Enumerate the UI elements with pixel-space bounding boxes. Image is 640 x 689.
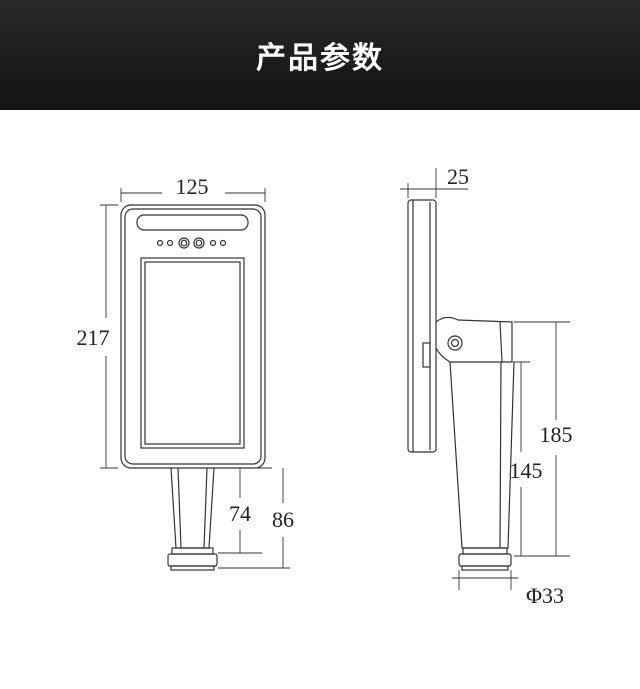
page-title: 产品参数 <box>256 41 384 76</box>
front-height-label: 217 <box>77 325 110 350</box>
side-stand-height-label: 145 <box>510 458 543 483</box>
side-view-device <box>407 199 437 453</box>
front-dimension-lines <box>100 188 290 569</box>
front-view-device <box>120 204 266 469</box>
front-width-label: 125 <box>176 174 209 199</box>
stand-outer-height-label: 86 <box>272 507 294 532</box>
dimension-diagram: 125 217 74 86 25 185 145 Φ33 <box>0 110 640 685</box>
base-diameter-label: Φ33 <box>526 583 564 608</box>
side-depth-label: 25 <box>447 164 469 189</box>
side-dimension-lines <box>400 168 570 590</box>
front-view-stand <box>167 467 218 571</box>
side-total-height-label: 185 <box>540 422 573 447</box>
stand-inner-height-label: 74 <box>229 501 251 526</box>
title-banner: 产品参数 <box>0 0 640 110</box>
side-view-stand <box>435 316 515 571</box>
